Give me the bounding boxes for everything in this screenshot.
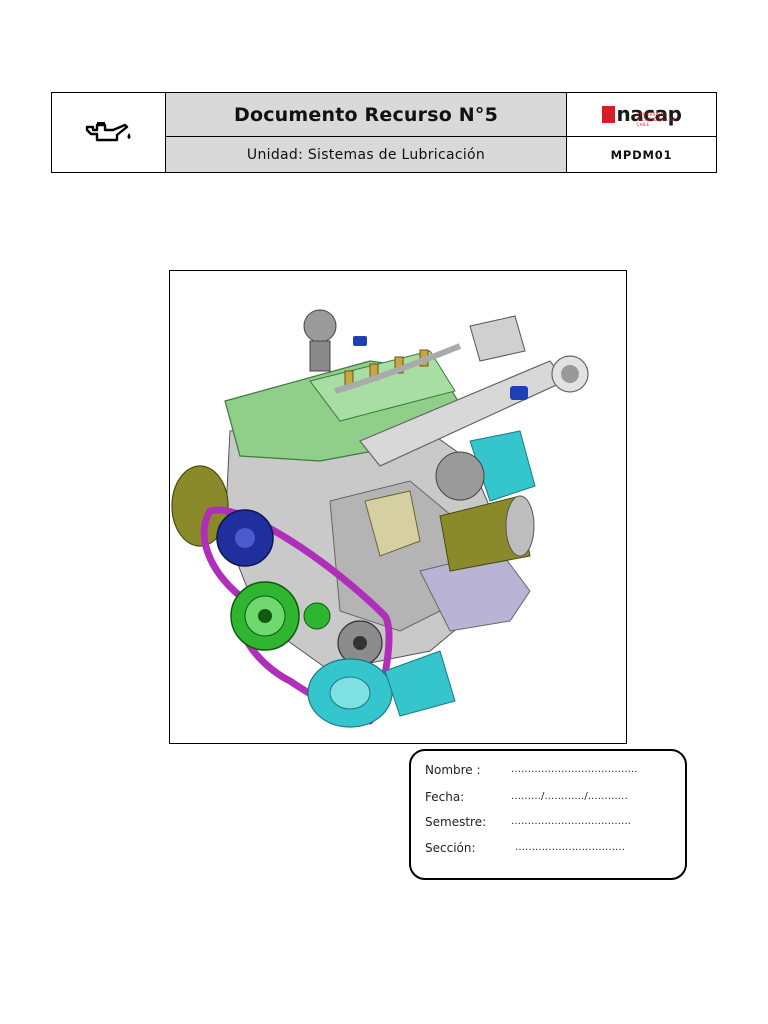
- student-info-box: Nombre : ……………………………….. Fecha: ………/…………/…: [409, 749, 687, 880]
- field-blank-semestre[interactable]: ………………………………: [511, 816, 631, 827]
- field-blank-seccion[interactable]: ……………………………: [515, 842, 625, 853]
- field-label-fecha: Fecha:: [425, 790, 465, 804]
- course-code: MPDM01: [610, 147, 673, 162]
- field-blank-fecha[interactable]: ………/…………/…………: [511, 791, 628, 802]
- document-header: Documento Recurso N°5 Unidad: Sistemas d…: [51, 92, 717, 173]
- engine-illustration-icon: [171, 309, 589, 728]
- logo-tagline: UNIVERSIDAD TECNOLÓGICA DE CHILE: [636, 112, 676, 127]
- field-label-nombre: Nombre :: [425, 763, 481, 777]
- unit-subtitle: Unidad: Sistemas de Lubricación: [246, 146, 486, 163]
- subtitle-cell: Unidad: Sistemas de Lubricación: [166, 137, 567, 172]
- engine-figure: [169, 270, 627, 744]
- field-label-seccion: Sección:: [425, 841, 476, 855]
- document-title: Documento Recurso N°5: [233, 103, 499, 126]
- logo-red-mark: [601, 106, 615, 123]
- title-cell: Documento Recurso N°5: [166, 93, 567, 137]
- field-blank-nombre[interactable]: ………………………………..: [511, 764, 638, 775]
- oil-can-icon: [85, 121, 130, 141]
- logo-wordmark: nacap: [616, 102, 682, 126]
- header-icon-cell: [52, 93, 166, 172]
- field-label-semestre: Semestre:: [425, 815, 487, 829]
- logo-cell: nacap UNIVERSIDAD TECNOLÓGICA DE CHILE: [567, 93, 716, 137]
- code-cell: MPDM01: [567, 137, 716, 172]
- inacap-logo: nacap UNIVERSIDAD TECNOLÓGICA DE CHILE: [601, 102, 682, 127]
